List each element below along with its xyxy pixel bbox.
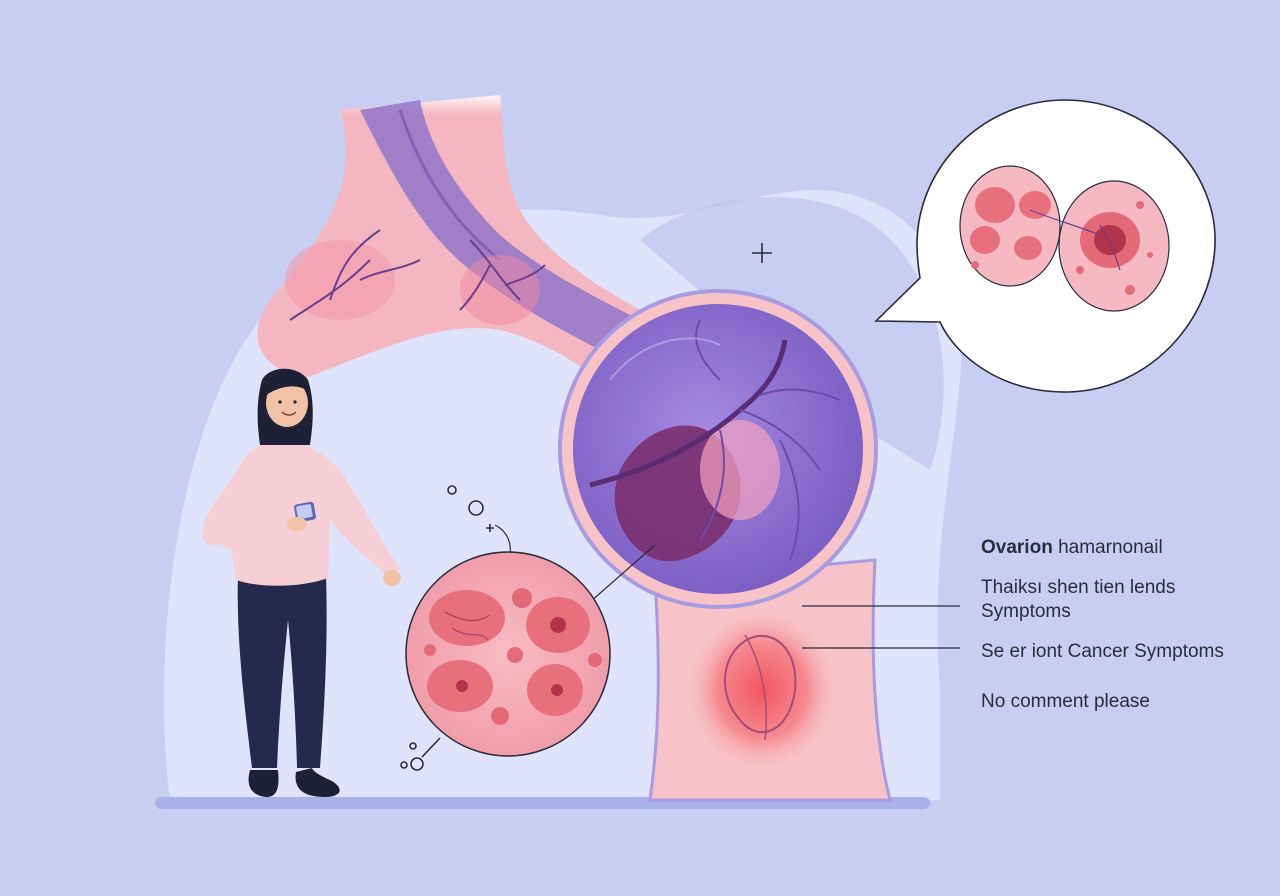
speech-bubble-cells xyxy=(874,99,1216,393)
ovary-organ xyxy=(558,289,892,802)
title-rest: hamarnonail xyxy=(1058,537,1163,558)
subtitle-label: Thaiksı shen tien lends Symptoms xyxy=(981,576,1241,624)
note-label: No comment please xyxy=(981,691,1150,712)
title-label: Ovarion hamarnonail xyxy=(981,536,1163,560)
fallopian-tube xyxy=(257,95,660,400)
plus-icon xyxy=(752,243,772,263)
tumor xyxy=(687,610,837,770)
subtitle-line-2: Symptoms xyxy=(981,601,1071,622)
woman-figure xyxy=(202,368,401,797)
title-bold-word: Ovarion xyxy=(981,537,1053,558)
magnified-cells-lens xyxy=(405,524,656,757)
subtitle-line-1: Thaiksı shen tien lends xyxy=(981,577,1176,598)
cancer-symptoms-label: Se er iont Cancer Symptoms xyxy=(981,641,1224,662)
decorative-bubbles xyxy=(400,485,494,771)
